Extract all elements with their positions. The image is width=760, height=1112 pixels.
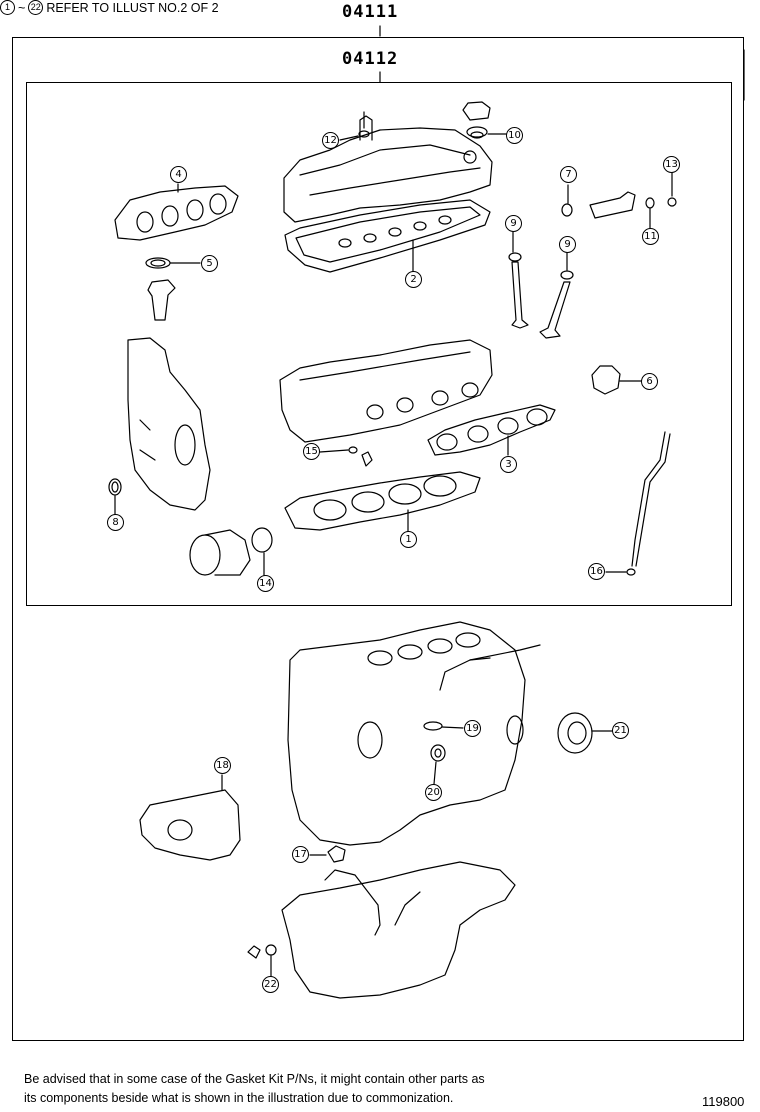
valve-cover-drawing [283, 115, 493, 223]
oil-pump-drawing [139, 774, 241, 861]
seal-20-drawing [430, 744, 446, 785]
callout-9b[interactable]: 9 [559, 236, 576, 253]
range-end-callout: 22 [28, 0, 44, 15]
plug-seal-drawing [319, 446, 373, 467]
engine-block-drawing [287, 621, 541, 846]
cover-bolt-drawing [339, 111, 370, 141]
callout-2[interactable]: 2 [405, 271, 422, 288]
callout-14[interactable]: 14 [257, 575, 274, 592]
callout-6[interactable]: 6 [641, 373, 658, 390]
callout-12[interactable]: 12 [322, 132, 339, 149]
valves-drawing [508, 231, 574, 339]
callout-21[interactable]: 21 [612, 722, 629, 739]
callout-13[interactable]: 13 [663, 156, 680, 173]
exhaust-manifold-gasket-drawing [114, 183, 239, 241]
callout-22[interactable]: 22 [262, 976, 279, 993]
cylinder-head-drawing [279, 339, 493, 443]
footer-reference: 1 ~ 22 REFER TO ILLUST NO.2 OF 2 [0, 0, 760, 15]
callout-20[interactable]: 20 [425, 784, 442, 801]
exhaust-pipe-ring-drawing [145, 257, 201, 321]
callout-4[interactable]: 4 [170, 166, 187, 183]
callout-15[interactable]: 15 [303, 443, 320, 460]
timing-cover-drawing [127, 337, 211, 511]
callout-8[interactable]: 8 [107, 514, 124, 531]
cylinder-head-gasket-drawing [284, 471, 481, 533]
range-start-callout: 1 [0, 0, 15, 15]
illustration-number: 119800 [702, 1094, 745, 1109]
callout-9a[interactable]: 9 [505, 215, 522, 232]
oil-filler-cap-drawing [462, 101, 507, 139]
range-separator: ~ [18, 0, 26, 15]
range-reference-text: REFER TO ILLUST NO.2 OF 2 [46, 0, 219, 15]
callout-1[interactable]: 1 [400, 531, 417, 548]
footer-note-line-1: Be advised that in some case of the Gask… [24, 1072, 485, 1086]
rear-oil-seal-drawing [557, 712, 613, 754]
callout-3[interactable]: 3 [500, 456, 517, 473]
oil-tube-drawing [423, 657, 491, 731]
callout-17[interactable]: 17 [292, 846, 309, 863]
callout-11[interactable]: 11 [642, 228, 659, 245]
callout-7[interactable]: 7 [560, 166, 577, 183]
callout-18[interactable]: 18 [214, 757, 231, 774]
valve-cover-gasket-drawing [284, 199, 491, 273]
water-pump-drawing [189, 527, 273, 576]
outer-assembly-frame [12, 37, 744, 1041]
oil-pan-drawing [281, 861, 516, 999]
assembly-code-outer: 04111 [342, 2, 399, 22]
callout-16[interactable]: 16 [588, 563, 605, 580]
assembly-code-inner: 04112 [342, 49, 399, 69]
footer-note-line-2: its components beside what is shown in t… [24, 1091, 454, 1105]
drain-plug-drawing [247, 944, 277, 977]
inner-assembly-frame [26, 82, 732, 606]
dipstick-guide-drawing [605, 431, 671, 576]
callout-10[interactable]: 10 [506, 127, 523, 144]
crank-seal-drawing [108, 478, 122, 515]
injector-drawing [561, 171, 677, 229]
callout-19[interactable]: 19 [464, 720, 481, 737]
callout-5[interactable]: 5 [201, 255, 218, 272]
gasket-17-drawing [309, 845, 346, 863]
intake-manifold-gasket-drawing [427, 404, 556, 456]
thermostat-gasket-drawing [591, 365, 643, 395]
